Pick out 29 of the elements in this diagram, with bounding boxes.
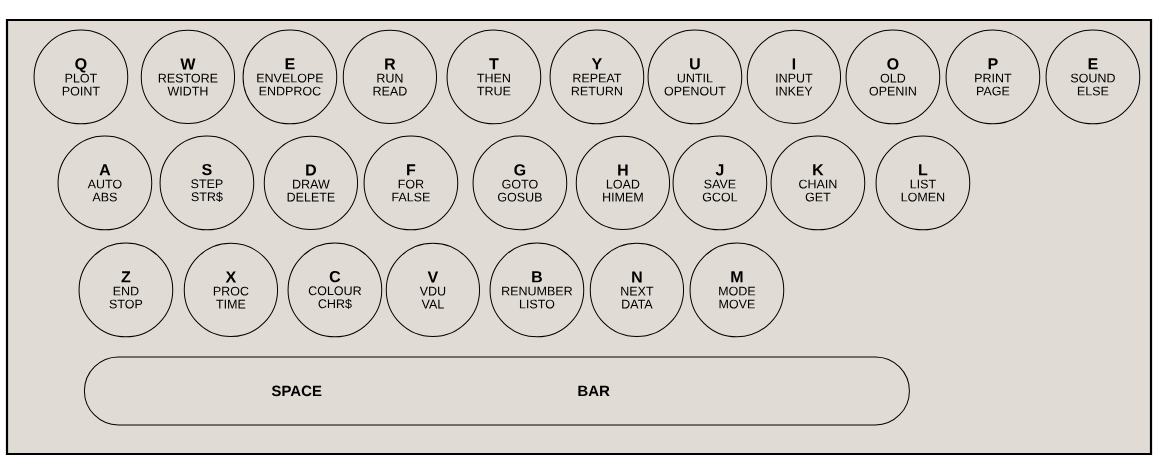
key: U UNTIL OPENOUT — [647, 29, 743, 125]
key: N NEXT DATA — [589, 242, 685, 338]
key: X PROC TIME — [183, 242, 279, 338]
keyboard-panel — [5, 18, 1153, 456]
key: W RESTORE WIDTH — [140, 29, 236, 125]
key: F FOR FALSE — [363, 135, 459, 231]
key: R RUN READ — [342, 29, 438, 125]
key: O OLD OPENIN — [845, 29, 941, 125]
key: V VDU VAL — [385, 242, 481, 338]
key: K CHAIN GET — [770, 135, 866, 231]
key: Q PLOT POINT — [33, 29, 129, 125]
key: D DRAW DELETE — [263, 135, 359, 231]
key: J SAVE GCOL — [672, 135, 768, 231]
key: H LOAD HIMEM — [575, 135, 671, 231]
space-bar-key: SPACE BAR — [83, 356, 910, 426]
key: E SOUND ELSE — [1045, 29, 1141, 125]
key: Z END STOP — [78, 242, 174, 338]
key: G GOTO GOSUB — [472, 135, 568, 231]
key: P PRINT PAGE — [945, 29, 1041, 125]
key: M MODE MOVE — [689, 242, 785, 338]
key: A AUTO ABS — [57, 135, 153, 231]
key: I INPUT INKEY — [746, 29, 842, 125]
key: L LIST LOMEN — [875, 135, 971, 231]
key: B RENUMBER LISTO — [489, 242, 585, 338]
key: Y REPEAT RETURN — [549, 29, 645, 125]
key: C COLOUR CHR$ — [287, 242, 383, 338]
key: S STEP STR$ — [159, 135, 255, 231]
key: E ENVELOPE ENDPROC — [242, 29, 338, 125]
key: T THEN TRUE — [446, 29, 542, 125]
